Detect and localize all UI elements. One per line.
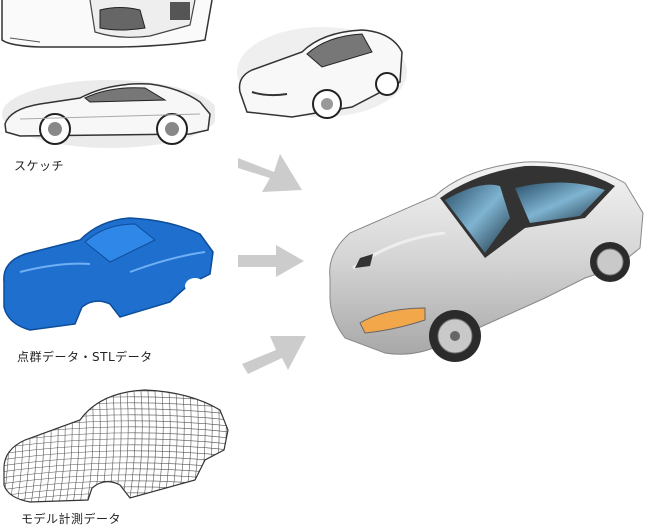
wireframe-line — [3, 408, 228, 419]
wireframe-line — [3, 390, 228, 395]
wireframe-line — [128, 390, 136, 502]
wireframe-line — [121, 390, 129, 502]
wireframe-line — [142, 390, 150, 502]
wireframe-line — [3, 450, 228, 461]
arrow-right-icon — [238, 243, 306, 279]
point-cloud-car — [0, 212, 215, 337]
wireframe-line — [51, 390, 59, 502]
wireframe-line — [135, 390, 143, 502]
arrow-right-icon — [240, 330, 308, 378]
sketch-side-view — [0, 74, 215, 149]
wireframe-line — [86, 390, 94, 502]
wireframe-line — [107, 390, 115, 502]
wireframe-line — [198, 390, 206, 502]
rendered-car — [325, 158, 647, 363]
sketch-top-view — [0, 0, 215, 50]
wireframe-car — [0, 380, 230, 505]
wireframe-line — [3, 438, 228, 449]
wireframe-line — [0, 380, 2, 505]
wireframe-line — [3, 492, 228, 502]
wireframe-line — [3, 402, 228, 413]
label-point-cloud: 点群データ・STLデータ — [17, 350, 153, 364]
wireframe-line — [72, 390, 80, 502]
wireframe-line — [149, 390, 157, 502]
wireframe-line — [163, 390, 171, 502]
wireframe-line — [3, 462, 228, 473]
wireframe-line — [3, 420, 228, 431]
wireframe-line — [156, 390, 164, 502]
label-sketch: スケッチ — [14, 159, 65, 173]
label-model-measure: モデル計測データ — [21, 512, 122, 526]
wireframe-line — [3, 456, 228, 467]
wireframe-line — [3, 426, 228, 437]
wireframe-line — [3, 414, 228, 425]
wireframe-line — [79, 390, 87, 502]
wireframe-line — [3, 444, 228, 455]
wireframe-line — [9, 390, 17, 502]
wireframe-line — [177, 390, 185, 502]
wireframe-line — [3, 486, 228, 497]
wireframe-line — [3, 432, 228, 443]
wireframe-line — [37, 390, 45, 502]
wireframe-line — [0, 380, 230, 388]
wireframe-line — [58, 390, 66, 502]
sketch-perspective-view — [232, 22, 407, 122]
arrow-right-icon — [236, 148, 306, 196]
wireframe-line — [65, 390, 73, 502]
